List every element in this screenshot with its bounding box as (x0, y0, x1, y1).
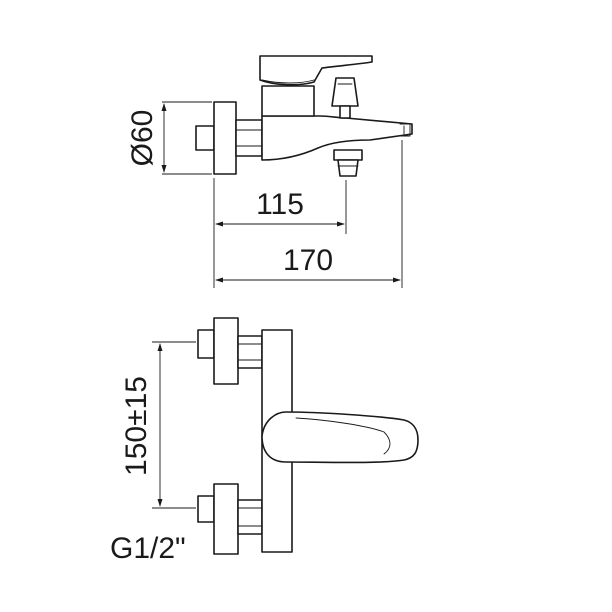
front-bottom-pipe (197, 495, 215, 523)
dimension-length-short: 115 (213, 178, 347, 234)
side-diverter-knob (331, 77, 359, 107)
front-bottom-nut (237, 499, 263, 535)
side-pipe-connector (195, 125, 215, 151)
dimension-diameter: Ø60 (126, 101, 212, 175)
front-lever-handle (261, 411, 419, 464)
dimension-length-short-label: 115 (256, 188, 304, 221)
side-wall-flange (213, 101, 237, 175)
dimension-diameter-label: Ø60 (126, 110, 159, 167)
front-top-flange (213, 317, 239, 385)
front-top-pipe (197, 329, 215, 359)
side-lever-handle (259, 55, 373, 86)
side-mixer-body (261, 115, 413, 161)
front-view (197, 317, 419, 555)
dimension-spacing: 150±15 (120, 341, 196, 509)
side-view (195, 55, 413, 177)
side-cartridge-housing (261, 85, 315, 117)
side-shower-outlet (333, 149, 363, 161)
dimension-length-long: 170 (213, 140, 403, 288)
side-hex-nut (235, 119, 263, 157)
thread-size-label: G1/2" (110, 532, 186, 565)
front-bottom-flange (213, 483, 239, 555)
front-top-nut (237, 335, 263, 369)
dimension-length-long-label: 170 (283, 244, 333, 277)
dimension-spacing-label: 150±15 (120, 376, 153, 476)
